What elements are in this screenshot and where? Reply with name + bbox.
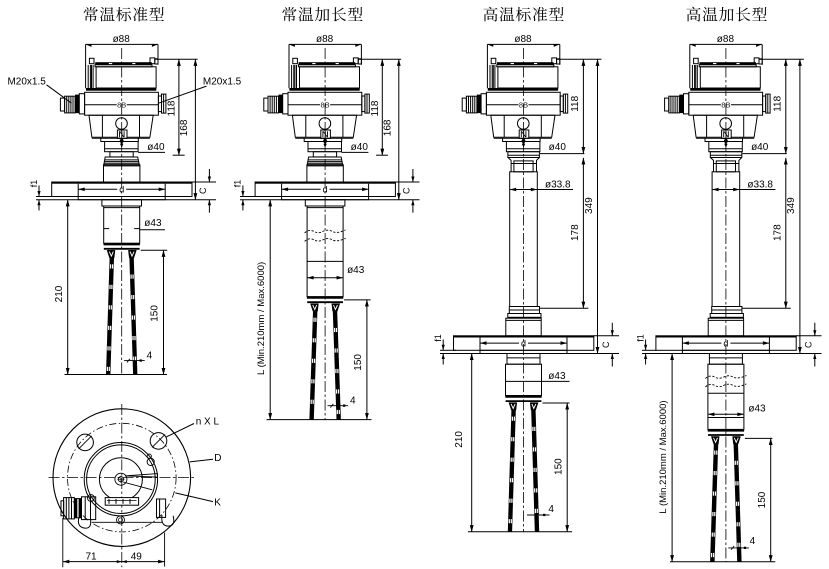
svg-text:118: 118 [167,100,178,116]
svg-text:168: 168 [179,119,190,136]
svg-text:349: 349 [786,197,797,214]
svg-text:4: 4 [548,504,554,515]
svg-text:f1: f1 [232,180,242,188]
svg-text:118: 118 [370,100,381,116]
svg-text:71: 71 [85,552,97,563]
svg-text:ø88: ø88 [316,34,334,45]
svg-text:ø88: ø88 [113,34,131,45]
svg-text:M20x1.5: M20x1.5 [7,76,46,87]
svg-text:f1: f1 [29,180,39,188]
svg-text:178: 178 [772,224,783,241]
svg-text:4: 4 [147,350,153,361]
svg-text:L (Min.210mm / Max.6000): L (Min.210mm / Max.6000) [256,262,267,375]
svg-text:118: 118 [570,95,581,111]
svg-text:ø88: ø88 [717,34,735,45]
svg-text:d: d [323,185,328,195]
svg-text:150: 150 [353,354,364,371]
svg-text:ø33.8: ø33.8 [747,179,773,190]
svg-text:150: 150 [149,305,160,322]
svg-text:178: 178 [570,224,581,241]
svg-text:210: 210 [54,285,65,302]
svg-text:ø88: ø88 [514,34,532,45]
svg-text:C: C [402,187,412,194]
svg-text:ø33.8: ø33.8 [545,179,571,190]
svg-text:150: 150 [553,458,564,475]
svg-text:ø43: ø43 [347,265,365,276]
svg-text:C: C [601,341,611,348]
svg-text:K: K [214,498,221,509]
svg-text:ø40: ø40 [549,142,567,153]
svg-text:168: 168 [382,119,393,136]
svg-text:D: D [214,453,221,464]
svg-text:ø40: ø40 [351,142,369,153]
svg-text:ø43: ø43 [144,218,162,229]
svg-text:ø40: ø40 [147,142,165,153]
svg-text:C: C [803,341,813,348]
svg-text:M20x1.5: M20x1.5 [203,76,242,87]
svg-text:d: d [521,338,526,348]
svg-text:4: 4 [350,395,356,406]
svg-text:210: 210 [454,431,465,448]
svg-text:C: C [198,187,208,194]
svg-text:L (Min.210mm / Max.6000): L (Min.210mm / Max.6000) [658,400,669,513]
svg-text:150: 150 [757,491,768,508]
svg-text:118: 118 [772,95,783,111]
svg-text:f1: f1 [433,334,443,342]
svg-text:d: d [723,338,728,348]
svg-text:4: 4 [750,536,756,547]
svg-text:ø40: ø40 [751,142,769,153]
svg-text:49: 49 [131,552,143,563]
svg-text:f1: f1 [635,334,645,342]
svg-text:349: 349 [584,197,595,214]
svg-text:n X L: n X L [196,417,220,428]
svg-text:ø43: ø43 [548,371,566,382]
svg-text:ø43: ø43 [748,404,766,415]
svg-text:d: d [119,185,124,195]
